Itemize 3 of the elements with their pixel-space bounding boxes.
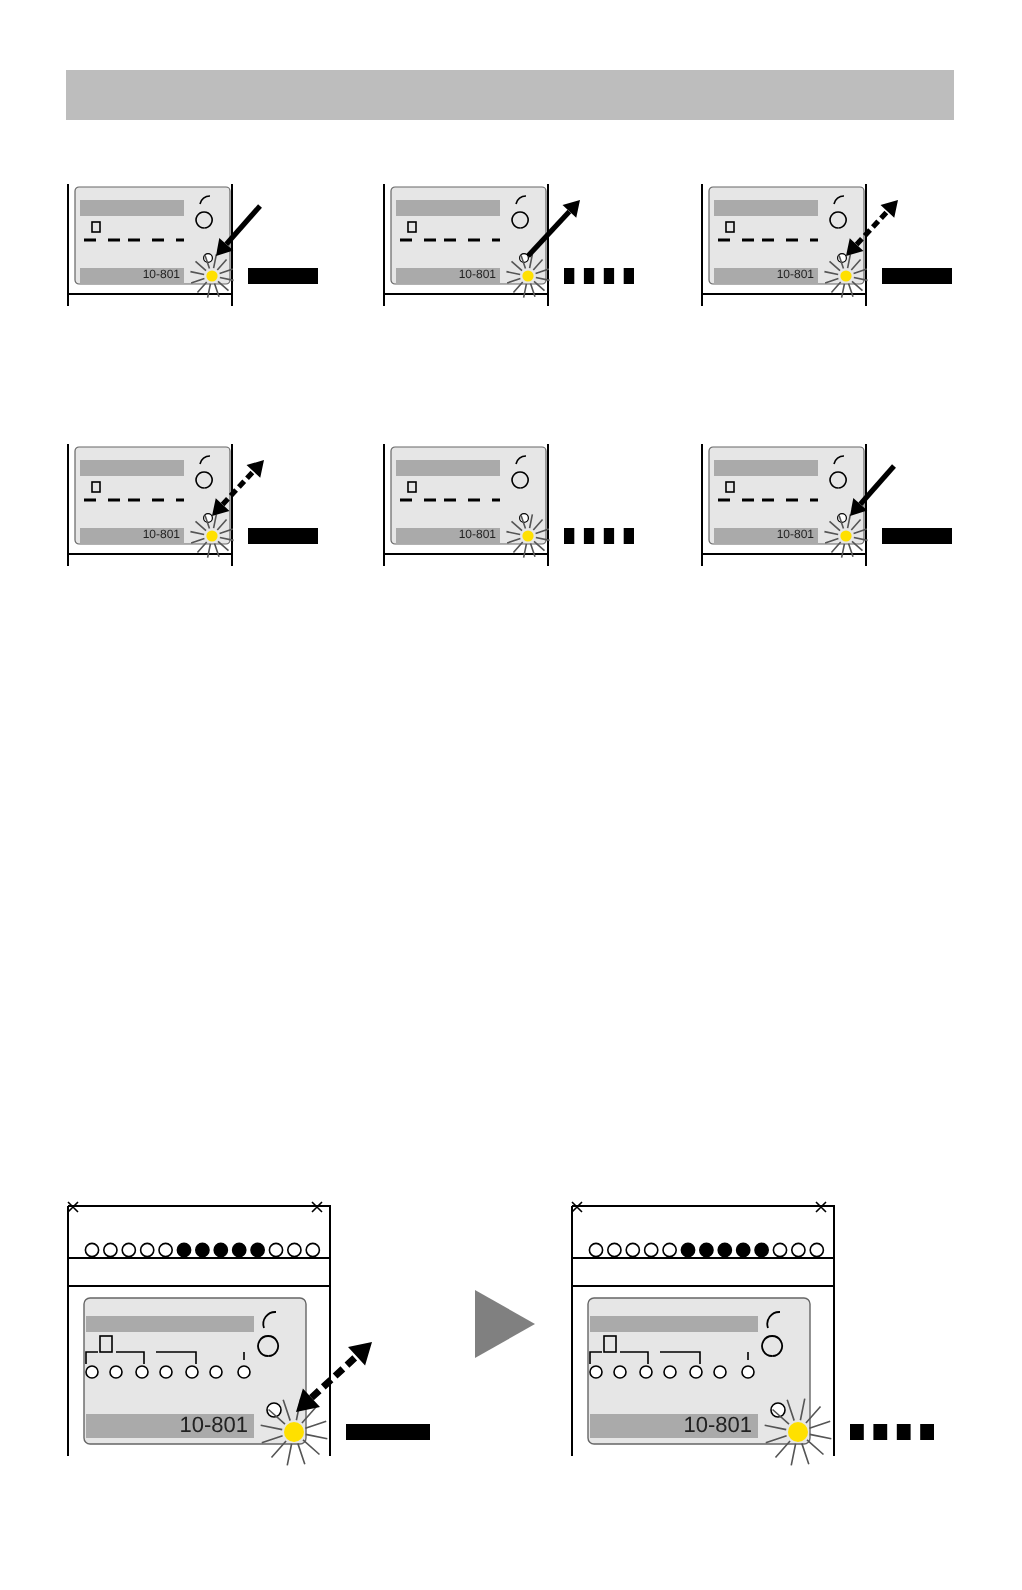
product-code: 10-801 [681, 1414, 752, 1438]
transition-arrow [475, 1290, 535, 1358]
product-code: 10-801 [177, 1414, 248, 1438]
